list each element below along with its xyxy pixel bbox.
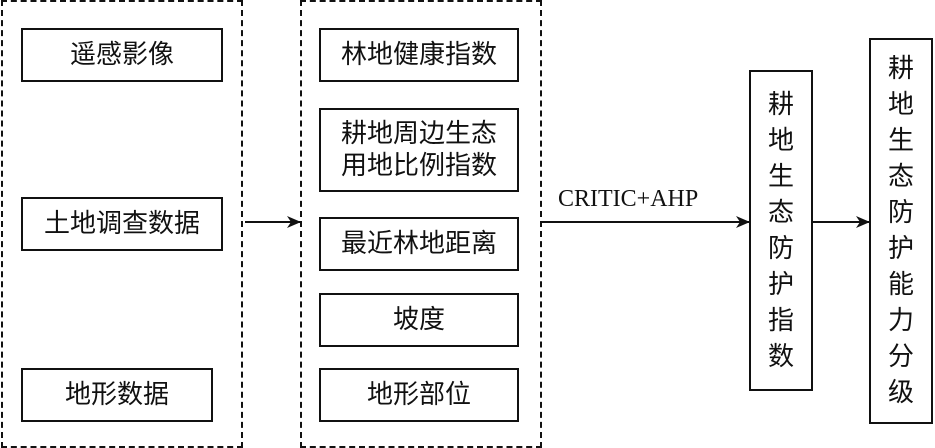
index-box-char: 地 bbox=[767, 125, 794, 156]
index-box-char: 防 bbox=[767, 233, 794, 264]
indicator-forest-health: 林地健康指数 bbox=[319, 28, 519, 82]
data-source-land-survey: 土地调查数据 bbox=[21, 197, 223, 251]
grading-box-char: 能 bbox=[887, 270, 914, 300]
grading-box-char: 力 bbox=[887, 306, 914, 336]
eco-protection-grading-box: 耕地生态防护能力分级 bbox=[869, 38, 933, 424]
grading-box-char: 分 bbox=[887, 342, 914, 372]
data-source-remote-sensing: 遥感影像 bbox=[21, 28, 223, 82]
indicator-nearest-forest-distance: 最近林地距离 bbox=[319, 217, 519, 271]
indicators-group bbox=[300, 0, 542, 448]
indicator-eco-land-ratio-line1: 耕地周边生态 bbox=[340, 118, 497, 149]
index-box-char: 生 bbox=[767, 161, 794, 192]
index-box-char: 耕 bbox=[767, 89, 794, 120]
index-box-char: 数 bbox=[767, 341, 794, 372]
grading-box-char: 生 bbox=[887, 126, 914, 156]
grading-box-char: 级 bbox=[887, 378, 914, 408]
indicator-eco-land-ratio-line2: 用地比例指数 bbox=[340, 151, 497, 181]
grading-box-char: 护 bbox=[887, 234, 914, 264]
indicator-landform-position: 地形部位 bbox=[319, 368, 519, 422]
indicator-slope: 坡度 bbox=[319, 293, 519, 347]
grading-box-char: 态 bbox=[887, 162, 914, 192]
grading-box-char: 耕 bbox=[887, 54, 914, 84]
index-box-char: 指 bbox=[767, 305, 794, 336]
grading-box-char: 防 bbox=[887, 198, 914, 228]
data-source-terrain: 地形数据 bbox=[21, 368, 213, 422]
indicator-eco-land-ratio: 耕地周边生态 用地比例指数 bbox=[319, 108, 519, 192]
data-sources-group bbox=[1, 0, 243, 448]
index-box-char: 护 bbox=[767, 269, 794, 300]
eco-protection-index-box: 耕地生态防护指数 bbox=[749, 70, 813, 391]
grading-box-char: 地 bbox=[887, 90, 914, 120]
method-label: CRITIC+AHP bbox=[558, 186, 699, 212]
index-box-char: 态 bbox=[767, 197, 794, 228]
